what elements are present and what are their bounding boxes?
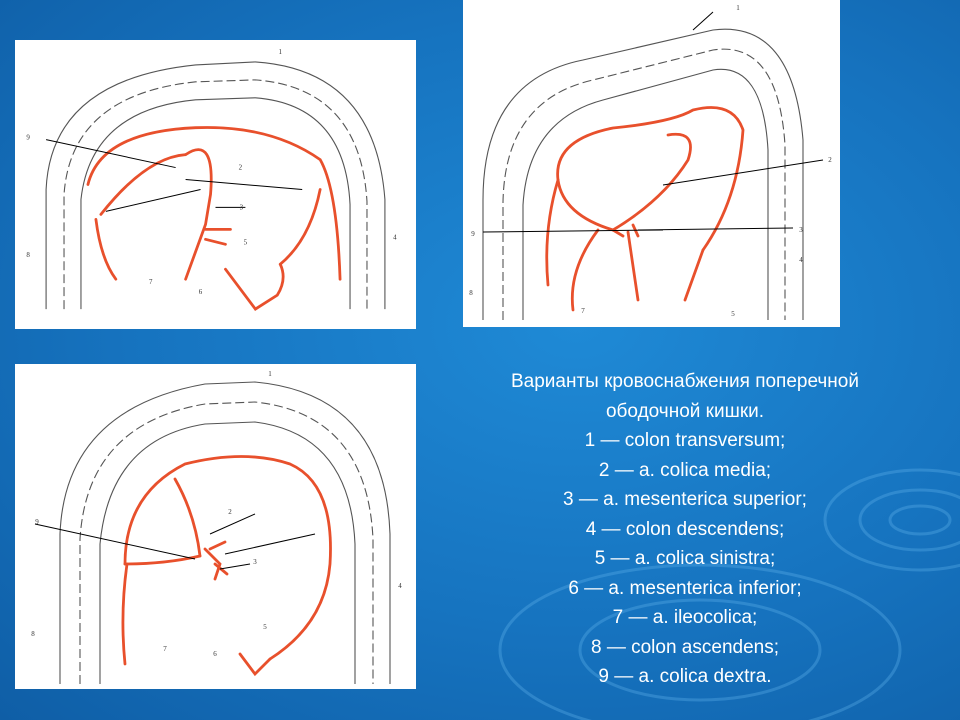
panel-2-label-4: 4 bbox=[799, 256, 803, 264]
panel-1-label-5: 5 bbox=[244, 238, 248, 246]
panel-2-label-2: 2 bbox=[828, 156, 832, 164]
panel-2-label-3: 3 bbox=[799, 226, 803, 234]
panel-1-label-6: 6 bbox=[199, 288, 203, 296]
panel-3-label-7: 7 bbox=[163, 645, 167, 653]
diagram-panel-variant-1: 1 2 3 4 5 6 7 8 9 bbox=[15, 40, 416, 329]
legend-item-6: 6 — a. mesenterica inferior; bbox=[568, 577, 802, 599]
panel-1-label-3: 3 bbox=[240, 203, 244, 211]
legend-item-5: 5 — a. colica sinistra; bbox=[594, 548, 776, 569]
legend-item-8: 8 — colon ascendens; bbox=[590, 636, 779, 658]
panel-1-label-9: 9 bbox=[26, 134, 30, 142]
panel-2-label-7: 7 bbox=[581, 307, 585, 315]
panel-3-label-5: 5 bbox=[263, 623, 267, 631]
panel-3-label-3: 3 bbox=[253, 558, 257, 566]
panel-2-label-9: 9 bbox=[471, 230, 475, 238]
legend-item-1: 1 — colon transversum; bbox=[584, 430, 786, 451]
caption-title-line-1: Варианты кровоснабжения поперечной bbox=[511, 371, 859, 392]
caption-title-line-2: ободочной кишки. bbox=[605, 400, 765, 422]
panel-3-label-9: 9 bbox=[35, 518, 39, 526]
figure-caption: Варианты кровоснабжения поперечной ободо… bbox=[470, 367, 900, 692]
panel-1-label-1: 1 bbox=[279, 48, 283, 56]
panel-1-label-8: 8 bbox=[26, 251, 30, 259]
legend-item-7: 7 — a. ileocolica; bbox=[612, 607, 758, 628]
legend-item-2: 2 — a. colica media; bbox=[598, 459, 772, 481]
diagram-panel-variant-3: 1 2 3 4 5 6 7 8 9 bbox=[15, 364, 416, 689]
legend-item-9: 9 — a. colica dextra. bbox=[598, 666, 772, 687]
panel-3-label-2: 2 bbox=[228, 508, 232, 516]
panel-3-label-1: 1 bbox=[268, 370, 272, 378]
panel-3-label-4: 4 bbox=[398, 582, 402, 590]
legend-item-4: 4 — colon descendens; bbox=[585, 518, 785, 540]
panel-2-label-1: 1 bbox=[736, 4, 740, 12]
panel-3-label-6: 6 bbox=[213, 650, 217, 658]
panel-2-label-5: 5 bbox=[731, 310, 735, 318]
legend-item-3: 3 — a. mesenterica superior; bbox=[563, 489, 807, 510]
panel-1-label-4: 4 bbox=[393, 233, 397, 241]
panel-1-label-7: 7 bbox=[149, 278, 153, 286]
panel-1-label-2: 2 bbox=[239, 164, 243, 172]
panel-3-label-8: 8 bbox=[31, 630, 35, 638]
panel-2-label-8: 8 bbox=[469, 289, 473, 297]
diagram-panel-variant-2: 1 2 3 4 5 7 8 9 bbox=[463, 0, 840, 327]
